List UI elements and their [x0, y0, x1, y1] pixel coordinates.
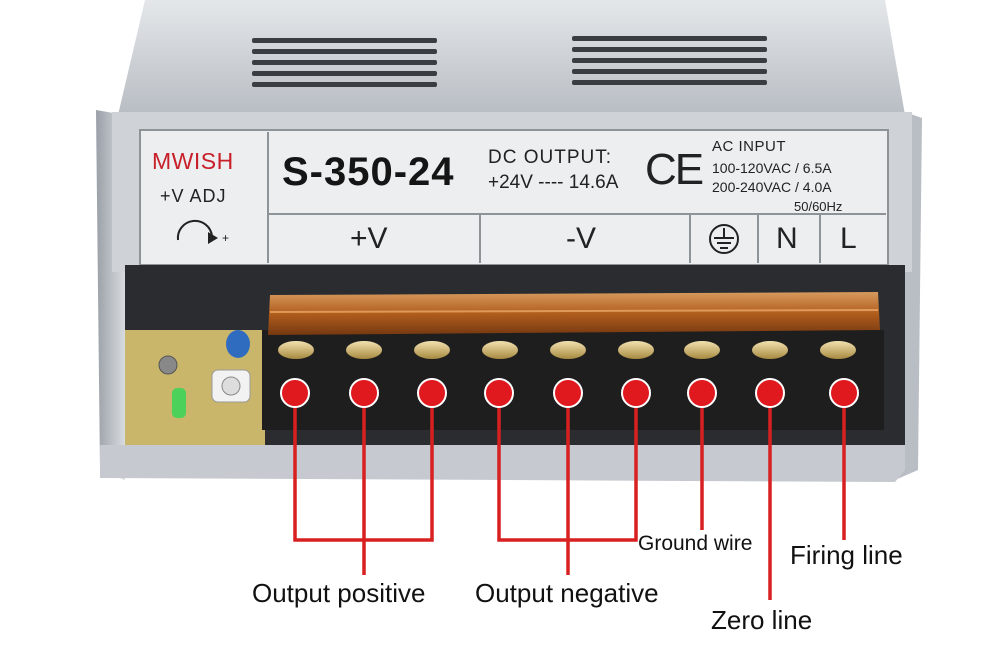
- terminal-label-minus-v: -V: [566, 222, 596, 255]
- terminal-cover: [268, 292, 880, 335]
- voltage-adjust-label: +V ADJ: [160, 186, 227, 206]
- capacitor: [226, 330, 250, 358]
- marker-dot: [484, 378, 514, 408]
- dc-output-title: DC OUTPUT:: [488, 147, 612, 168]
- marker-dot: [349, 378, 379, 408]
- output-positive-label: Output positive: [252, 578, 426, 608]
- chassis-top: [118, 0, 905, 115]
- firing-line-label: Firing line: [790, 540, 903, 570]
- dc-output-value: +24V ---- 14.6A: [488, 172, 619, 193]
- terminal-label-plus-v: +V: [350, 222, 388, 255]
- zero-line-label: Zero line: [711, 605, 813, 635]
- ac-input-line1: 100-120VAC / 6.5A: [712, 160, 832, 176]
- output-negative-label: Output negative: [475, 578, 659, 608]
- chassis-bottom: [100, 445, 905, 482]
- marker-dot: [621, 378, 651, 408]
- vent-left: [252, 38, 437, 87]
- marker-dot: [687, 378, 717, 408]
- ac-input-title: AC INPUT: [712, 138, 787, 155]
- terminal-screws: [278, 341, 856, 359]
- vent-right: [572, 36, 767, 85]
- svg-text:+: +: [222, 231, 229, 245]
- ce-mark: CE: [645, 145, 704, 194]
- marker-dot: [280, 378, 310, 408]
- terminal-label-n: N: [776, 222, 798, 255]
- marker-dot: [417, 378, 447, 408]
- callout-lines: [293, 393, 846, 600]
- ac-input-frequency: 50/60Hz: [794, 199, 843, 214]
- pcb: [125, 330, 265, 445]
- marker-dot: [553, 378, 583, 408]
- ac-input-line2: 200-240VAC / 4.0A: [712, 179, 832, 195]
- label-plate: [139, 129, 889, 266]
- marker-dot: [755, 378, 785, 408]
- terminal-markers: [280, 378, 859, 408]
- ground-wire-label: Ground wire: [638, 532, 753, 555]
- led: [172, 388, 186, 418]
- terminal-label-l: L: [840, 222, 857, 255]
- adjust-arrow-icon: [176, 219, 213, 241]
- model-number: S-350-24: [282, 150, 455, 194]
- brand-label: MWISH: [152, 148, 234, 174]
- ground-icon: [709, 224, 739, 254]
- marker-dot: [829, 378, 859, 408]
